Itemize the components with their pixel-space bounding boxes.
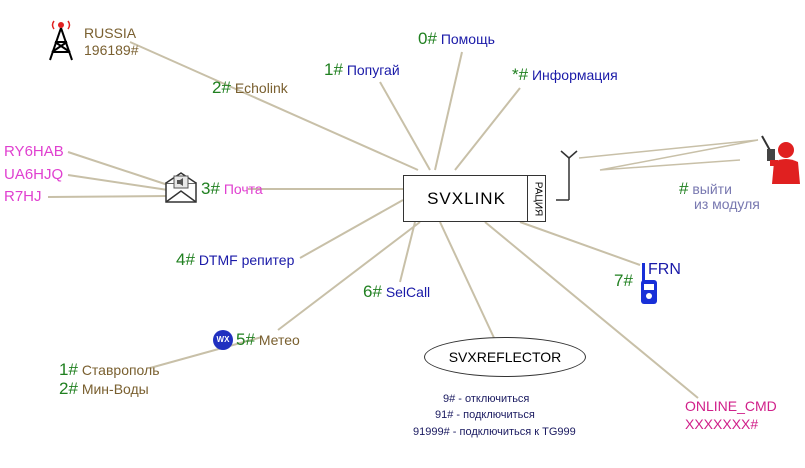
reflector-cmd-2: 91# - подключиться	[435, 409, 535, 421]
reflector-cmd-1: 9# - отключиться	[443, 393, 530, 405]
help-label: Помощь	[440, 31, 495, 47]
antenna-icon	[556, 150, 578, 201]
info-node[interactable]: *# Информация	[512, 65, 618, 84]
exit-label-2: из модуля	[694, 196, 760, 212]
dtmf-node[interactable]: 4# DTMF репитер	[176, 250, 295, 269]
radio-side-box: РАЦИЯ	[527, 175, 546, 222]
selcall-code: 6#	[363, 282, 382, 301]
mail-node[interactable]: 3# Почта	[201, 179, 263, 198]
svxlink-box[interactable]: SVXLINK	[403, 175, 528, 222]
frn-node[interactable]: 7#	[614, 271, 633, 290]
parrot-label: Попугай	[346, 62, 400, 78]
selcall-label: SelCall	[385, 284, 431, 300]
meteo-sub-1[interactable]: 1# Ставрополь	[59, 360, 160, 379]
reflector-ellipse[interactable]: SVXREFLECTOR	[424, 337, 586, 377]
info-code: *#	[512, 65, 529, 84]
mail-label: Почта	[223, 181, 263, 197]
meteo-sub-2-code: 2#	[59, 379, 78, 398]
selcall-node[interactable]: 6# SelCall	[363, 282, 431, 301]
exit-code: #	[679, 179, 689, 198]
radio-tower-icon	[49, 20, 73, 61]
echolink-node[interactable]: 2# Echolink	[212, 78, 288, 97]
meteo-label: Метео	[258, 332, 300, 348]
svxlink-label: SVXLINK	[427, 189, 506, 208]
exit-node[interactable]: # выйти	[679, 179, 732, 198]
callsign-2: UA6HJQ	[4, 166, 64, 183]
meteo-sub-1-code: 1#	[59, 360, 78, 379]
reflector-label: SVXREFLECTOR	[448, 349, 562, 365]
parrot-code: 1#	[324, 60, 343, 79]
help-node[interactable]: 0# Помощь	[418, 29, 495, 48]
russia-label: RUSSIA	[84, 25, 137, 41]
handheld-radio-icon	[641, 263, 657, 304]
info-label: Информация	[531, 67, 618, 83]
online-cmd-label[interactable]: ONLINE_CMD	[685, 398, 777, 414]
meteo-node[interactable]: 5# Метео	[236, 330, 300, 349]
operator-icon	[761, 135, 800, 184]
online-cmd-code: XXXXXXX#	[685, 416, 759, 432]
russia-code: 196189#	[84, 42, 139, 58]
wx-icon: WX	[213, 330, 233, 350]
exit-label-1: выйти	[692, 181, 732, 197]
frn-label: FRN	[648, 261, 681, 278]
meteo-code: 5#	[236, 330, 255, 349]
parrot-node[interactable]: 1# Попугай	[324, 60, 400, 79]
mail-code: 3#	[201, 179, 220, 198]
meteo-sub-2[interactable]: 2# Мин-Воды	[59, 379, 149, 398]
dtmf-code: 4#	[176, 250, 195, 269]
echolink-code: 2#	[212, 78, 231, 97]
dtmf-label: DTMF репитер	[198, 252, 295, 268]
meteo-sub-2-label: Мин-Воды	[81, 381, 149, 397]
frn-code: 7#	[614, 271, 633, 290]
radio-side-label: РАЦИЯ	[532, 181, 544, 217]
meteo-sub-1-label: Ставрополь	[81, 362, 160, 378]
callsign-3: R7HJ	[4, 188, 42, 205]
help-code: 0#	[418, 29, 437, 48]
echolink-label: Echolink	[234, 80, 288, 96]
reflector-cmd-3: 91999# - подключиться к TG999	[413, 426, 576, 438]
callsign-1: RY6HAB	[4, 143, 64, 160]
mail-icon	[165, 172, 197, 203]
